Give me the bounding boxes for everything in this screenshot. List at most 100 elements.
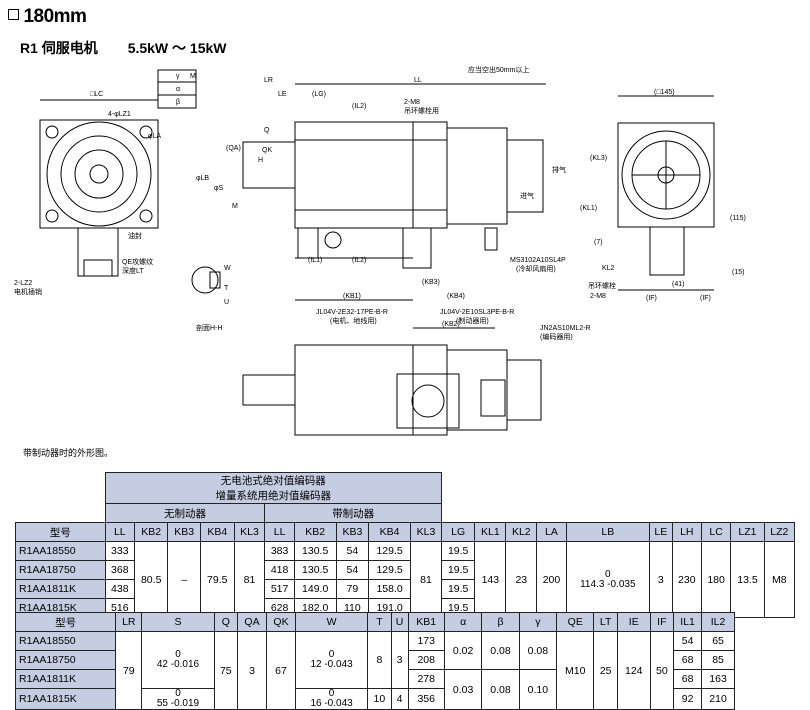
lz2-label: 2-LZ2: [14, 280, 32, 287]
brake-note: 带制动器时的外形图。: [23, 448, 114, 458]
jn-caption: (编码器用): [540, 332, 573, 341]
tol-m: M: [190, 73, 196, 80]
w1-bot: 12 -0.043: [310, 659, 353, 670]
cell: –: [167, 541, 202, 618]
section-label: 剖面H-H: [196, 323, 222, 332]
col-header: β: [481, 612, 520, 632]
with-brake-header: 带制动器: [264, 503, 442, 523]
col-header: LL: [104, 522, 135, 542]
s1-top: 0: [175, 649, 181, 660]
col-header: IL2: [701, 612, 735, 632]
tol-alpha: α: [176, 86, 180, 93]
dimension-table-2: 型号 LR S Q QA QK W T U KB1 α β γ QE LT IE…: [14, 612, 735, 710]
lt-label: 深度LT: [122, 266, 144, 275]
model-cell: R1AA1811K: [14, 669, 117, 689]
cell: 8: [367, 631, 392, 689]
model-cell: R1AA1815K: [14, 688, 117, 710]
size145-label: (□145): [654, 89, 675, 96]
cell: 67: [266, 631, 296, 710]
col-header: W: [294, 612, 369, 632]
cell: 68: [673, 669, 703, 689]
space-note: 应当空出50mm以上: [468, 65, 529, 74]
col-header: KL3: [409, 522, 442, 542]
col-header: LZ1: [730, 522, 765, 542]
model-cell: R1AA18550: [14, 631, 117, 651]
cell: 25: [593, 631, 618, 710]
cell: 3: [390, 631, 409, 689]
cell: 19.5: [440, 579, 476, 599]
cell: 92: [673, 688, 703, 710]
cell: 23: [505, 541, 538, 618]
if1-label: (IF): [646, 295, 657, 302]
cell: 130.5: [293, 560, 337, 580]
lb-top: 0: [605, 568, 611, 580]
la-label: φLA: [148, 133, 161, 140]
jn-connector-label: JN2AS10ML2-R: [540, 325, 591, 332]
s-label: φS: [214, 185, 224, 192]
kl2-label: KL2: [602, 265, 615, 272]
cell: 0.08: [481, 631, 520, 670]
cell: 3: [237, 631, 267, 710]
flange-size: 180mm: [23, 6, 87, 27]
cell: 173: [407, 631, 445, 651]
col-header: LA: [536, 522, 567, 542]
d115-label: (115): [730, 215, 746, 222]
d7-label: (7): [594, 239, 603, 246]
tol-gamma: γ: [176, 73, 180, 80]
cell: 517: [264, 579, 295, 599]
dimension-drawing: □LC 4-φLZ1 φLA 2-LZ2 电机插销 油封 QE攻螺纹 深度LT …: [14, 65, 746, 436]
col-header: α: [443, 612, 483, 632]
cell: 438: [104, 579, 135, 599]
col-header: LL: [264, 522, 295, 542]
model-cell: R1AA18750: [14, 650, 117, 670]
cell: 129.5: [368, 541, 411, 561]
cell: 68: [673, 650, 703, 670]
col-header: KB1: [407, 612, 445, 632]
cell: 54: [335, 560, 370, 580]
col-header: QK: [266, 612, 296, 632]
cell: 383: [264, 541, 295, 561]
cell: 79.5: [200, 541, 235, 618]
page-header: 180mm: [8, 6, 87, 28]
m8-caption: 吊环螺栓用: [404, 106, 439, 115]
lz1-label: 4-φLZ1: [108, 111, 131, 118]
series-name: R1 伺服电机: [20, 40, 98, 56]
d15-label: (15): [732, 269, 744, 276]
col-header: U: [390, 612, 409, 632]
motor-body: [294, 121, 414, 229]
cell: 0.03: [443, 669, 483, 710]
model-cell: R1AA18750: [15, 560, 106, 580]
cell: 200: [536, 541, 567, 618]
u-label: U: [224, 299, 229, 306]
kb4-label: (KB4): [447, 293, 465, 300]
cell: 124: [616, 631, 651, 710]
cell: 0.10: [518, 669, 558, 710]
cell: 81: [233, 541, 266, 618]
ms-caption: (冷却风扇用): [516, 264, 556, 273]
cell: 13.5: [730, 541, 765, 618]
qe-label: QE攻螺纹: [122, 257, 153, 266]
col-header: LC: [700, 522, 732, 542]
square-icon: [8, 9, 19, 20]
il2b-label: (IL2): [352, 257, 366, 264]
col-header: KL3: [233, 522, 266, 542]
t-label: T: [224, 285, 229, 292]
col-header: QA: [237, 612, 267, 632]
w2-top: 0: [328, 688, 335, 699]
encoder-header: 无电池式绝对值编码器 增量系统用绝对值编码器: [104, 472, 442, 504]
w2-bot: 16 -0.043: [310, 698, 353, 709]
cell: 149.0: [293, 579, 337, 599]
s2-top: 0: [175, 688, 181, 699]
cell: 368: [104, 560, 135, 580]
cell: 208: [407, 650, 445, 670]
lb-bot: 114.3 -0.035: [580, 578, 636, 590]
col-header: LB: [565, 522, 651, 542]
col-header: LH: [671, 522, 702, 542]
m8b-label: 2-M8: [590, 293, 606, 300]
cell: 10: [367, 688, 392, 710]
tol-beta: β: [176, 99, 180, 106]
